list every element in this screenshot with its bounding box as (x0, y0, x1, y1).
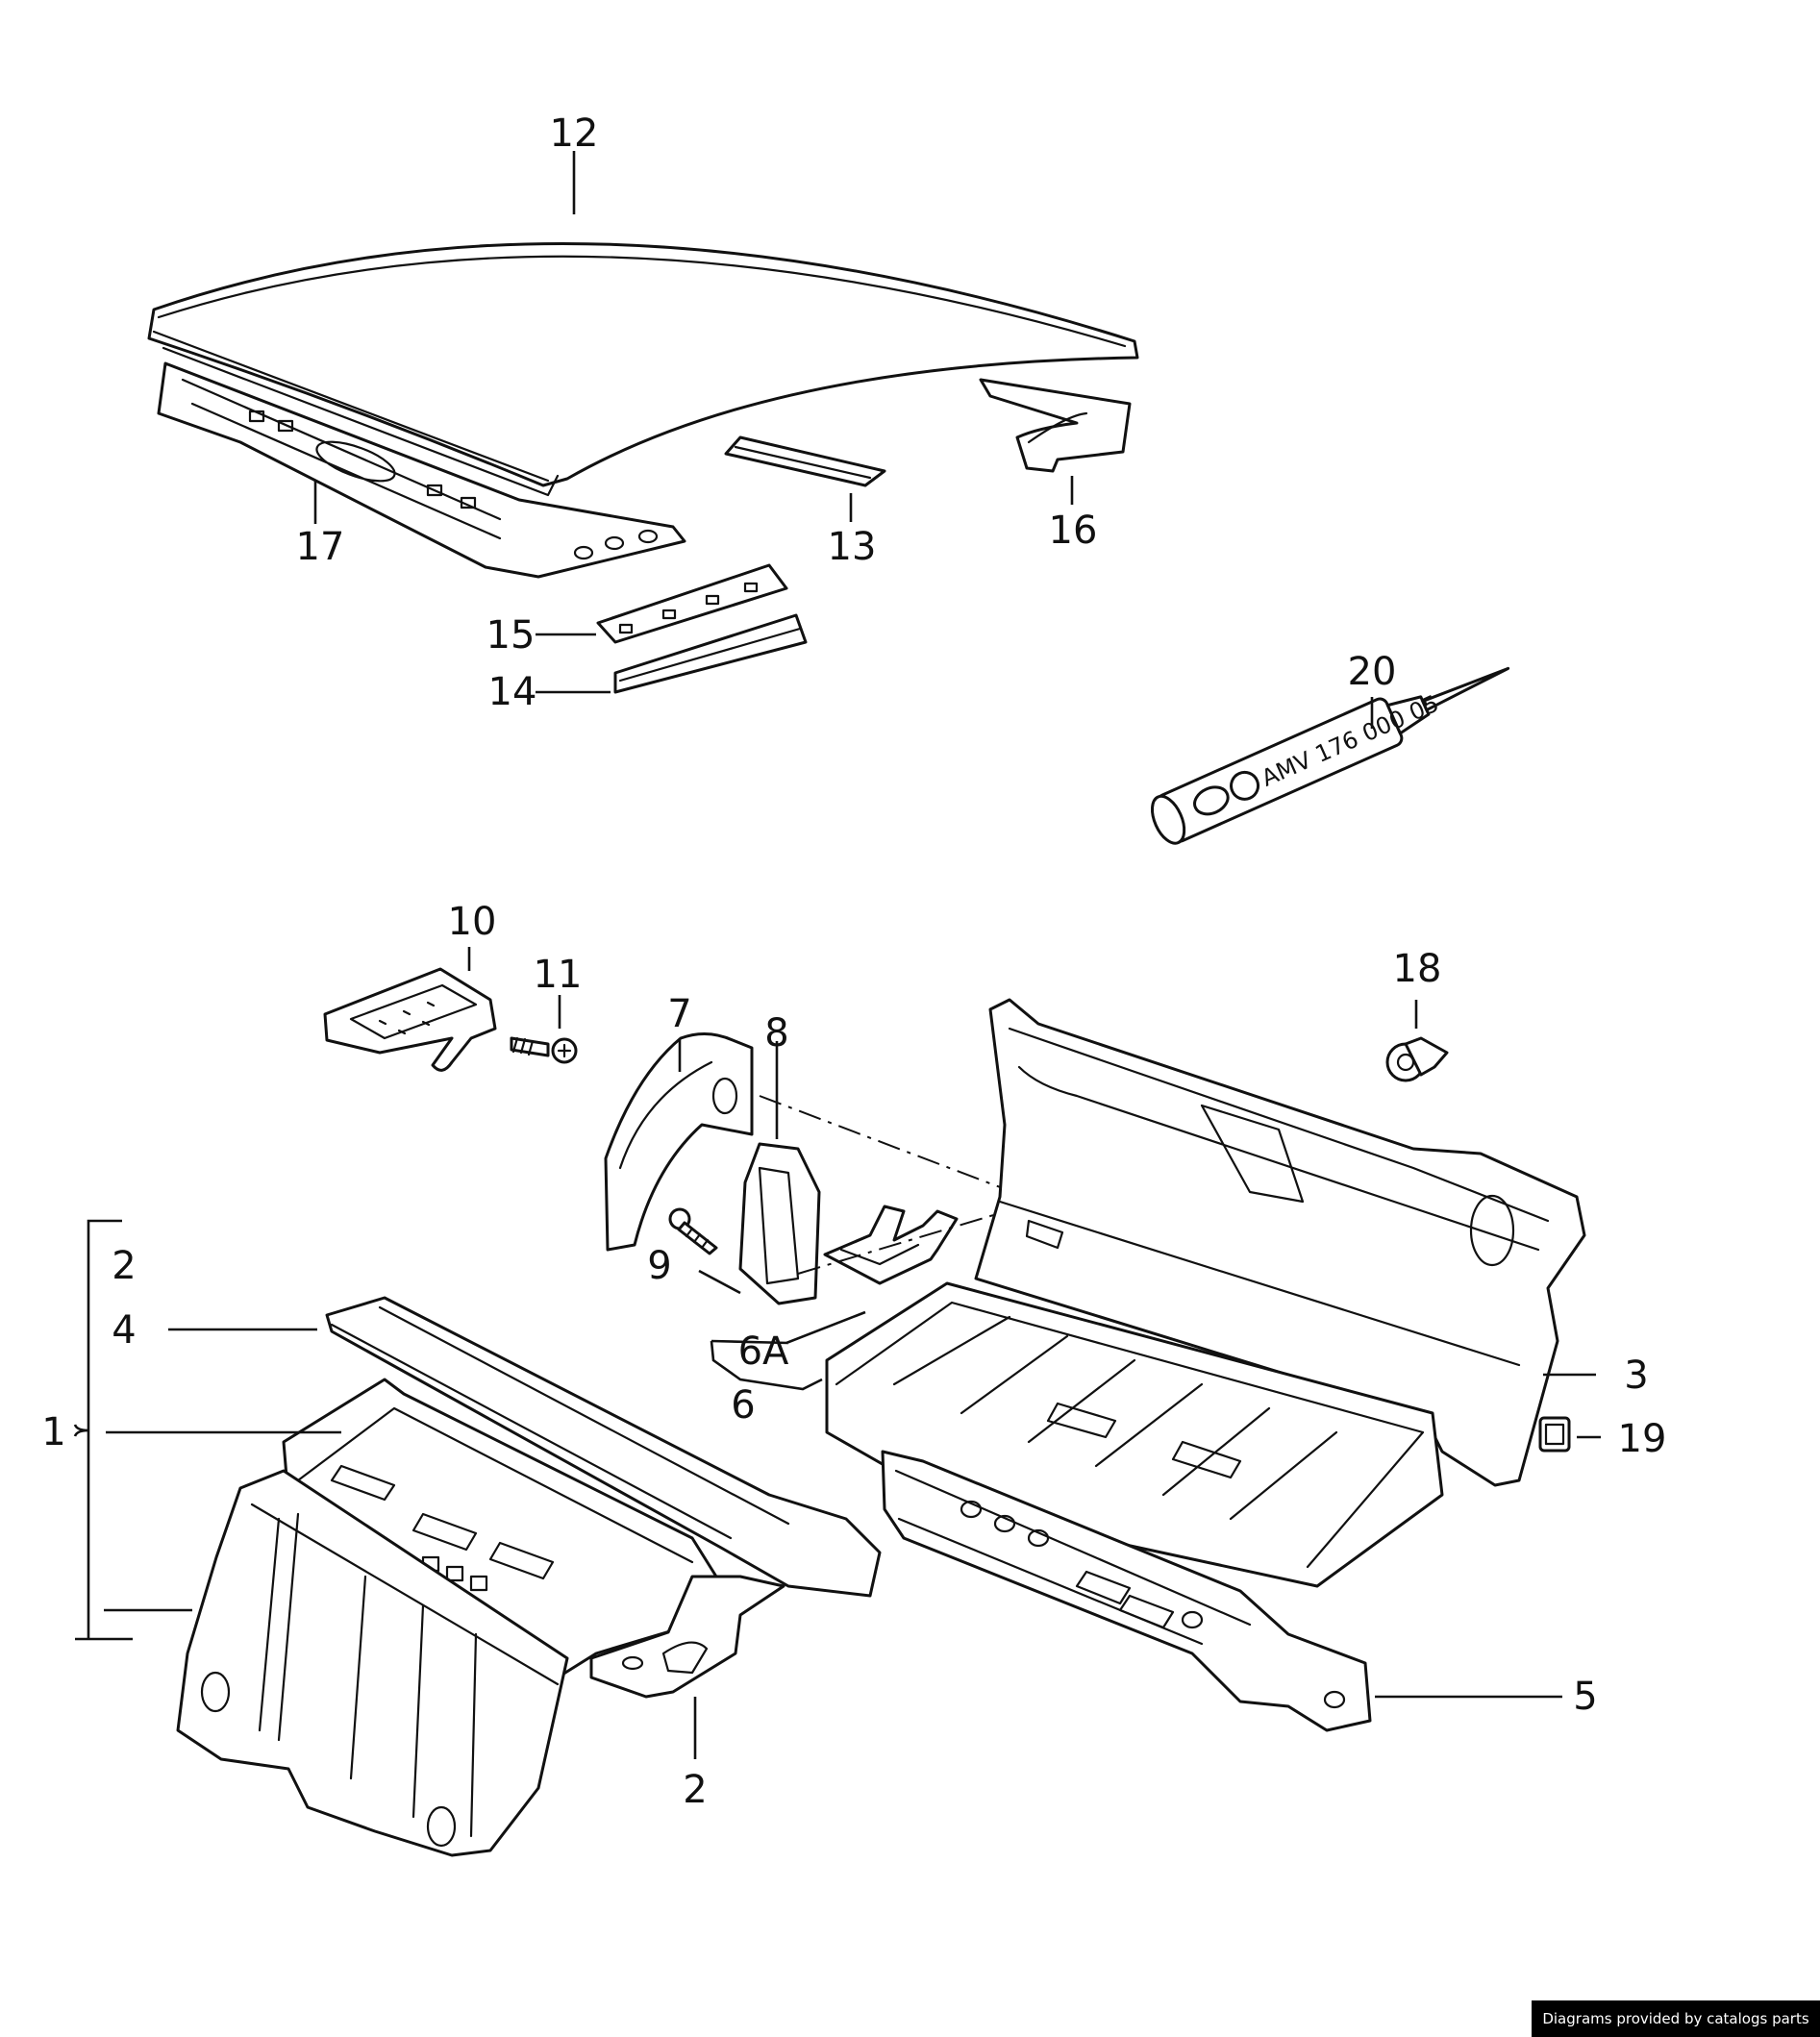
retaining-clip[interactable] (1385, 1036, 1449, 1082)
callout-12: 12 (550, 112, 599, 156)
callout-5: 5 (1573, 1675, 1597, 1719)
bracket[interactable] (823, 1205, 959, 1285)
screw[interactable] (668, 1207, 718, 1255)
callout-8: 8 (764, 1011, 788, 1056)
callout-9: 9 (647, 1244, 671, 1288)
rear-panel[interactable] (974, 998, 1586, 1487)
callout-15: 15 (486, 613, 536, 658)
roof-panel[interactable] (147, 241, 1139, 497)
leader-lines (73, 151, 1601, 1759)
callout-10: 10 (448, 900, 497, 944)
callout-14: 14 (488, 670, 537, 714)
callout-labels: 12 17 13 16 15 14 20 10 11 7 8 18 9 6A 6… (41, 112, 1666, 1812)
spring-clip[interactable] (1538, 1416, 1571, 1453)
roof-rear-corner[interactable] (979, 378, 1132, 473)
floor-cross-member[interactable] (881, 1450, 1372, 1732)
wheel-housing-cover[interactable] (604, 1032, 754, 1252)
callout-19: 19 (1618, 1417, 1667, 1461)
roof-side-rail[interactable] (157, 361, 686, 579)
callout-20: 20 (1348, 650, 1397, 694)
callout-18: 18 (1393, 947, 1442, 991)
callout-6: 6 (731, 1383, 755, 1428)
floor-assembly[interactable] (176, 1378, 718, 1857)
floor-bracket[interactable] (589, 1575, 785, 1699)
self-tapping-screw[interactable] (510, 1036, 578, 1064)
reinforcement-strip[interactable] (596, 563, 788, 644)
callout-6a: 6A (738, 1329, 789, 1374)
callout-1: 1 (41, 1410, 65, 1454)
callout-17: 17 (296, 525, 345, 569)
callout-4: 4 (112, 1308, 136, 1353)
callout-13: 13 (828, 525, 877, 569)
sealant-tube[interactable]: AMV 176 000 05 (1146, 646, 1518, 849)
rear-cross-rail[interactable] (325, 1296, 882, 1598)
callout-11: 11 (534, 953, 583, 997)
callout-16: 16 (1049, 509, 1098, 553)
reinforcement-frame[interactable] (738, 1142, 821, 1305)
callout-7: 7 (667, 992, 691, 1036)
bracket-tray[interactable] (323, 967, 497, 1072)
callout-3: 3 (1624, 1354, 1648, 1398)
footer-credit: Diagrams provided by catalogs parts (1532, 2000, 1820, 2037)
sealing-strip[interactable] (613, 613, 808, 694)
callout-2: 2 (683, 1768, 707, 1812)
roof-cross-member[interactable] (724, 435, 886, 487)
callout-2-bracket: 2 (112, 1244, 136, 1288)
